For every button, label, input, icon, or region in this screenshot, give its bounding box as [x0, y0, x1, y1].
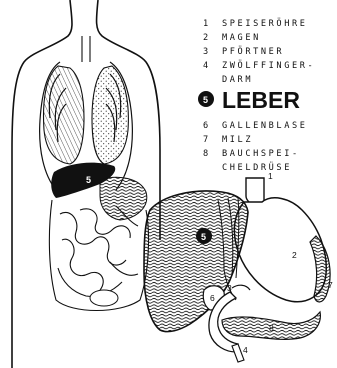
pylorus-label: 3 — [227, 283, 232, 293]
left-lung — [92, 66, 128, 164]
legend-num-3: 3 — [203, 47, 208, 57]
gallbladder-label: 6 — [210, 293, 215, 303]
legend-label-8: BAUCHSPEI- — [222, 149, 300, 159]
spleen-label: 7 — [328, 280, 333, 290]
legend-highlight-num: 5 — [203, 95, 208, 105]
legend-label-7: MILZ — [222, 135, 253, 145]
legend-num-6: 6 — [203, 121, 208, 131]
pylorus — [232, 285, 250, 290]
legend-label-2: MAGEN — [222, 33, 261, 43]
legend-num-2: 2 — [203, 33, 208, 43]
legend-label-6: GALLENBLASE — [222, 121, 308, 131]
duodenum-label: 4 — [243, 345, 248, 355]
legend-label-1: SPEISERÖHRE — [222, 18, 308, 29]
legend: 1 SPEISERÖHRE 2 MAGEN 3 PFÖRTNER 4 ZWÖLF… — [198, 18, 315, 173]
liver-marker: 5 — [201, 232, 206, 242]
legend-num-8: 8 — [203, 149, 208, 159]
legend-label-4: ZWÖLFFINGER- — [222, 60, 315, 71]
legend-num-7: 7 — [203, 135, 208, 145]
trachea — [82, 36, 90, 62]
bladder — [90, 290, 118, 306]
right-lung — [44, 66, 84, 164]
pancreas-label: 8 — [269, 323, 274, 333]
legend-highlight-label: LEBER — [222, 87, 300, 113]
legend-label-4b: DARM — [222, 75, 253, 85]
legend-label-8b: CHELDRÜSE — [222, 162, 292, 173]
stomach-label: 2 — [292, 250, 297, 260]
legend-num-4: 4 — [203, 61, 208, 71]
legend-label-3: PFÖRTNER — [222, 46, 284, 57]
torso-liver-marker: 5 — [86, 175, 91, 185]
legend-num-1: 1 — [203, 19, 208, 29]
